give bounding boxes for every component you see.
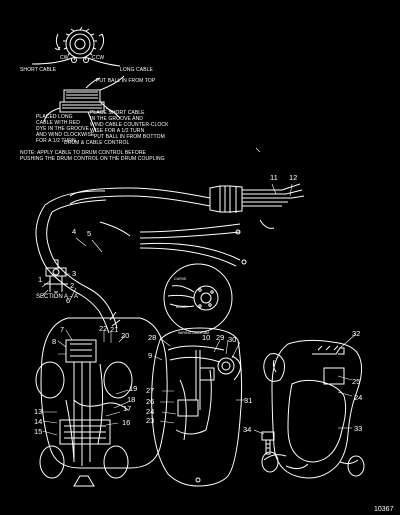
callout-20: 20 (121, 331, 130, 340)
callout-32: 32 (352, 329, 361, 338)
callout-7: 7 (60, 325, 65, 334)
callout-8: 8 (52, 337, 57, 346)
callout-4: 4 (72, 227, 77, 236)
section-label: SECTION A – A (36, 294, 79, 300)
curve-label: CURVE (174, 277, 187, 281)
callout-31: 31 (244, 396, 253, 405)
wiring-inset (163, 263, 233, 333)
put-ball-bottom-label: PUT BALL IN FROM BOTTOM (94, 134, 165, 140)
callout-10: 10 (202, 333, 211, 342)
drum-side-view (43, 75, 125, 133)
place-short-cable-note: PLACE SHORT CABLE IN THE GROOVE AND WIND… (90, 110, 169, 134)
callout-9: 9 (148, 351, 153, 360)
tiller-handle (261, 339, 365, 479)
callout-34: 34 (243, 425, 252, 434)
callout-30: 30 (228, 335, 237, 344)
callout-15: 15 (34, 427, 43, 436)
callout-29: 29 (216, 333, 225, 342)
callout-25: 25 (352, 377, 361, 386)
section-a-a-detail (44, 259, 68, 293)
callout-3: 3 (72, 269, 77, 278)
callout-22: 22 (99, 324, 108, 333)
callout-24-left: 24 (146, 407, 155, 416)
callout-33: 33 (354, 424, 363, 433)
left-handle-assembly (35, 311, 168, 487)
callout-18: 18 (127, 395, 136, 404)
callout-21: 21 (110, 325, 119, 334)
cable-note: NOTE: APPLY CABLE TO DRUM CONTROL BEFORE… (20, 150, 165, 162)
long-cable-label: LONG CABLE (120, 67, 153, 73)
callout-16: 16 (122, 418, 131, 427)
callout-28: 28 (148, 333, 157, 342)
black-label: BLACK (176, 305, 188, 309)
bolt-34 (261, 431, 275, 455)
callout-2: 2 (70, 281, 75, 290)
callout-1: 1 (38, 275, 43, 284)
callout-11: 11 (270, 173, 278, 182)
callout-26: 26 (146, 397, 155, 406)
placed-long-cable-note: PLACED LONG CABLE WITH RED DYE IN THE GR… (36, 114, 95, 144)
short-cable-label: SHORT CABLE (20, 67, 57, 73)
put-ball-top-label: PUT BALL IN FROM TOP (96, 78, 156, 84)
callout-24-right: 24 (354, 393, 363, 402)
cable-harness (44, 183, 305, 267)
center-housing (151, 327, 243, 487)
callout-12: 12 (289, 173, 298, 182)
callout-23: 23 (146, 416, 155, 425)
callout-17: 17 (123, 404, 132, 413)
drum-top-view (31, 26, 121, 67)
figure-number: 10367 (374, 506, 394, 513)
callout-19: 19 (129, 384, 138, 393)
callout-13: 13 (34, 407, 43, 416)
callout-27: 27 (146, 386, 155, 395)
handle-tube (35, 204, 131, 334)
wiring-diagram-label: WIRING DIAGRAM (178, 331, 210, 335)
cw-label: CW (60, 55, 69, 61)
leader-lines (41, 147, 357, 436)
drum-cable-control-label: DRUM & CABLE CONTROL (64, 140, 130, 146)
callout-5: 5 (87, 229, 92, 238)
callout-6: 6 (66, 296, 71, 305)
callout-14: 14 (34, 417, 43, 426)
ccw-label: CCW (92, 55, 105, 61)
